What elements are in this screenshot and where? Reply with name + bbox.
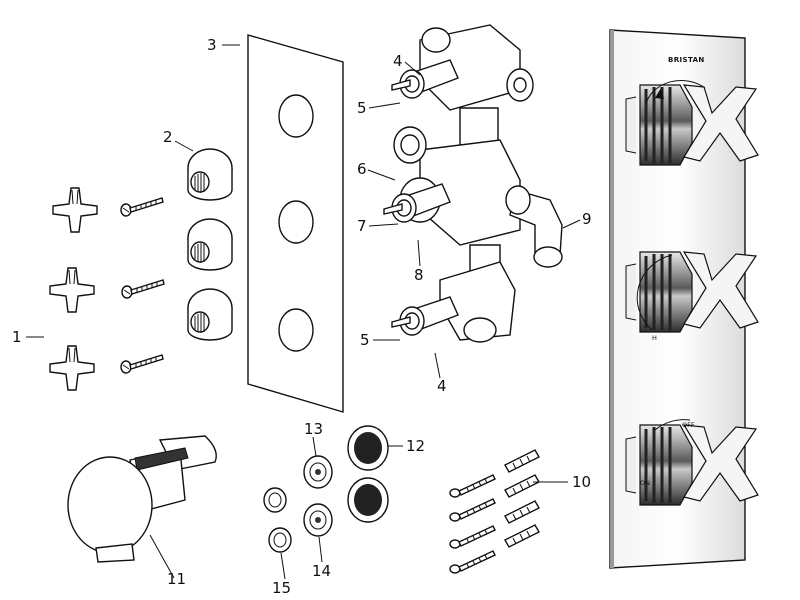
dial-label-off: OFF [682, 421, 695, 429]
knob-cap-3 [187, 288, 233, 341]
callout-1: 1 [12, 328, 22, 346]
callout-4-upper: 4 [393, 52, 403, 70]
callout-8: 8 [414, 266, 424, 284]
callout-6: 6 [357, 160, 367, 178]
callout-2: 2 [163, 128, 173, 146]
callout-7: 7 [357, 217, 367, 235]
leader-lines [26, 44, 581, 580]
brand-logo-text: BRISTAN [668, 56, 705, 64]
valve-assembly [383, 24, 563, 343]
dial-label-hot: H [652, 334, 657, 342]
wall-outlet [67, 435, 217, 563]
dial-label-on: ON [640, 479, 650, 487]
knob-cap-2 [187, 218, 233, 271]
handle-screw-1 [120, 197, 164, 217]
assembled-shower-valve [609, 29, 760, 569]
knob-cap-1 [187, 148, 233, 201]
callout-5-lower: 5 [360, 331, 370, 349]
callout-10: 10 [572, 473, 591, 491]
callout-11: 11 [167, 570, 186, 588]
callout-3: 3 [207, 36, 217, 54]
callout-14: 14 [312, 562, 331, 580]
handle-screw-3 [120, 354, 164, 374]
cross-handle-3 [49, 345, 95, 391]
wall-fixings [449, 449, 540, 574]
callout-12: 12 [406, 437, 425, 455]
callout-15: 15 [272, 579, 291, 597]
cross-handle-1 [52, 187, 98, 233]
handle-screw-2 [121, 279, 165, 299]
callout-4-lower: 4 [437, 377, 447, 395]
callout-13: 13 [304, 420, 323, 438]
callout-5-upper: 5 [357, 99, 367, 117]
seal-kit [263, 425, 389, 553]
callout-9: 9 [582, 210, 592, 228]
cross-handle-2 [49, 267, 95, 313]
cover-plate [247, 34, 344, 413]
